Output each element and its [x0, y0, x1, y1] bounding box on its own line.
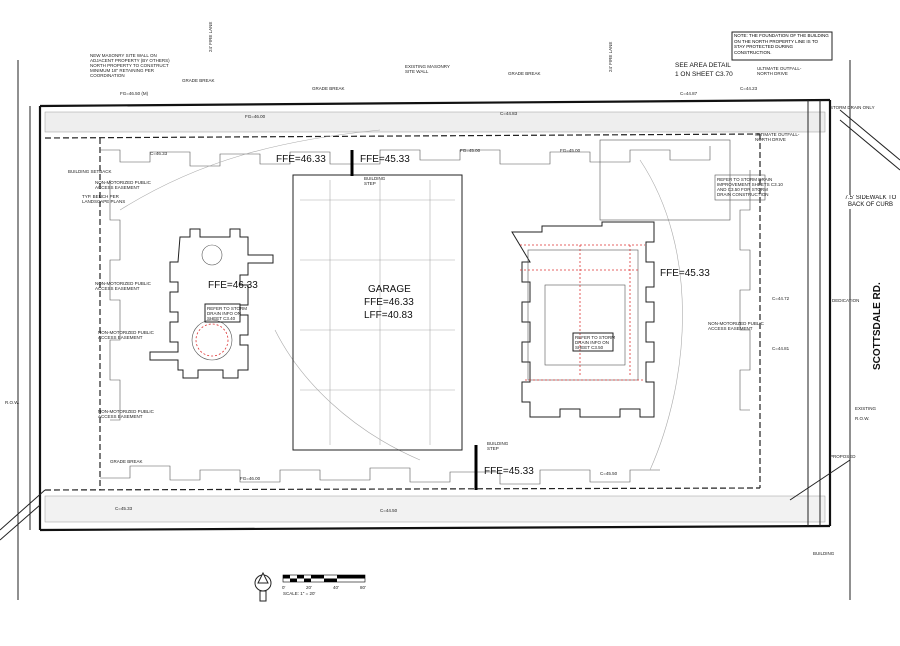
- west-building-ffe: FFE=46.33: [208, 280, 258, 291]
- east-building-ffe: FFE=45.33: [660, 268, 710, 279]
- easement-note: ACCESS EASEMENT: [95, 286, 140, 291]
- grade-break-label: GRADE BREAK: [312, 86, 345, 91]
- easement-note: NON-MOTORIZED PUBLIC: [98, 330, 155, 335]
- area-detail-line1: SEE AREA DETAIL: [675, 62, 731, 69]
- easement-note: ACCESS EASEMENT: [95, 185, 140, 190]
- svg-text:FG=46.00: FG=46.00: [245, 114, 266, 119]
- svg-text:FG=45.00: FG=45.00: [560, 148, 581, 153]
- setback-label: BUILDING SETBACK: [68, 169, 112, 174]
- east-storm-note: DRAIN INFO ON: [575, 340, 609, 345]
- easement-note: NON-MOTORIZED PUBLIC: [98, 409, 155, 414]
- svg-text:AND C3.50 FOR STORM: AND C3.50 FOR STORM: [717, 187, 768, 192]
- bench-note: TYP. BENCH PER: [82, 194, 120, 199]
- svg-text:NORTH PROPERTY TO CONSTRUCT: NORTH PROPERTY TO CONSTRUCT: [90, 63, 169, 68]
- svg-text:C=46.33: C=46.33: [150, 151, 168, 156]
- easement-note: NON-MOTORIZED PUBLIC: [95, 281, 152, 286]
- property-boundary: [0, 60, 900, 600]
- easement-note: ACCESS EASEMENT: [708, 326, 753, 331]
- grade-break-label: GRADE BREAK: [182, 78, 215, 83]
- north-arrow-icon: [254, 571, 272, 602]
- svg-text:C=44.72: C=44.72: [772, 296, 790, 301]
- west-storm-note: REFER TO STORM: [207, 306, 247, 311]
- scale-bar: 0' 20' 40' 80' SCALE: 1" = 20': [282, 574, 366, 596]
- building-step-label: BUILDING: [487, 441, 509, 446]
- west-building: FFE=46.33 REFER TO STORM DRAIN INFO ON S…: [149, 228, 274, 379]
- building-label: BUILDING: [813, 551, 835, 556]
- garage-lff: LFF=40.83: [364, 310, 413, 321]
- svg-text:40': 40': [333, 585, 339, 590]
- west-storm-note: SHEET C3.40: [207, 316, 236, 321]
- proposed-label: PROPOSED: [830, 454, 856, 459]
- street-label: SCOTTSDALE RD.: [872, 282, 883, 370]
- existing-wall-note: EXISTING MASONRY: [405, 64, 450, 69]
- outfall-note: ULTIMATE OUTFALL-: [755, 132, 800, 137]
- svg-text:C=44.83: C=44.83: [500, 111, 518, 116]
- fire-lane-label: 24' FIRE LANE: [208, 22, 213, 52]
- sidewalk-note: 7.5' SIDEWALK TO BACK OF CURB: [842, 195, 899, 209]
- easement-note: ACCESS EASEMENT: [98, 414, 143, 419]
- easement-note: ACCESS EASEMENT: [98, 335, 143, 340]
- bench-note: LANDSCAPE PLANS: [82, 199, 125, 204]
- refer-storm-note: REFER TO STORM DRAIN IMPROVEMENT SHEETS …: [714, 174, 783, 201]
- row-label: R.O.W.: [5, 400, 20, 405]
- outfall-note: ULTIMATE OUTFALL-: [757, 66, 802, 71]
- svg-text:C=44.81: C=44.81: [772, 346, 790, 351]
- svg-text:IMPROVEMENT SHEETS C3.10: IMPROVEMENT SHEETS C3.10: [717, 182, 783, 187]
- row-label: R.O.W.: [855, 416, 870, 421]
- south-ffe: FFE=45.33: [484, 466, 534, 477]
- svg-text:FG=46.50 (M): FG=46.50 (M): [120, 91, 149, 96]
- scale-label: SCALE: 1" = 20': [283, 591, 315, 596]
- spot-elevations: FG=46.50 (M) FG=46.00 C=46.33 C=44.83 FG…: [115, 86, 790, 513]
- west-storm-note: DRAIN INFO ON: [207, 311, 241, 316]
- svg-text:C=44.50: C=44.50: [380, 508, 398, 513]
- easement-note: NON-MOTORIZED PUBLIC: [708, 321, 765, 326]
- grade-break-label: GRADE BREAK: [110, 459, 143, 464]
- garage-ffe: FFE=46.33: [364, 297, 414, 308]
- svg-text:NEW MASONRY SITE WALL ON: NEW MASONRY SITE WALL ON: [90, 53, 157, 58]
- north-wall-note: NEW MASONRY SITE WALL ON ADJACENT PROPER…: [90, 53, 170, 78]
- svg-text:COORDINATION: COORDINATION: [90, 73, 125, 78]
- east-storm-note: SHEET C3.50: [575, 345, 604, 350]
- building-step-label: STEP: [487, 446, 499, 451]
- grade-break-label: GRADE BREAK: [508, 71, 541, 76]
- building-step-label: STEP: [364, 181, 376, 186]
- foundation-note: NOTE: THE FOUNDATION OF THE BUILDING ON …: [734, 33, 829, 55]
- north-ffe-west: FFE=46.33: [276, 154, 326, 165]
- dedication-label: DEDICATION: [832, 298, 859, 303]
- area-detail-line2: 1 ON SHEET C3.70: [675, 71, 733, 78]
- svg-text:FG=46.00: FG=46.00: [240, 476, 261, 481]
- outfall-note: NORTH DRIVE: [755, 137, 786, 142]
- svg-text:80': 80': [360, 585, 366, 590]
- garage-building: GARAGE FFE=46.33 LFF=40.83: [292, 150, 478, 490]
- svg-text:0': 0': [282, 585, 286, 590]
- svg-text:C=45.33: C=45.33: [115, 506, 133, 511]
- storm-drain-note: STORM DRAIN ONLY: [830, 105, 875, 110]
- svg-text:DRAIN CONSTRUCTION: DRAIN CONSTRUCTION: [717, 192, 769, 197]
- existing-wall-note: SITE WALL: [405, 69, 429, 74]
- garage-label: GARAGE: [368, 284, 411, 295]
- note-box: [731, 31, 833, 61]
- existing-label: EXISTING: [855, 406, 877, 411]
- north-ffe-east: FFE=45.33: [360, 154, 410, 165]
- east-building: FFE=45.33 REFER TO STORM DRAIN INFO ON S…: [511, 221, 710, 418]
- svg-text:20': 20': [306, 585, 312, 590]
- fire-lane-label: 24' FIRE LANE: [608, 42, 613, 72]
- outfall-note: NORTH DRIVE: [757, 71, 788, 76]
- east-storm-note: REFER TO STORM: [575, 335, 615, 340]
- svg-text:ADJACENT PROPERTY (BY OTHERS): ADJACENT PROPERTY (BY OTHERS): [90, 58, 170, 63]
- svg-text:FG=45.00: FG=45.00: [460, 148, 481, 153]
- svg-text:C=44.87: C=44.87: [680, 91, 698, 96]
- svg-text:C=44.23: C=44.23: [740, 86, 758, 91]
- svg-text:REFER TO STORM DRAIN: REFER TO STORM DRAIN: [717, 177, 772, 182]
- svg-text:MINIMUM 18" RETAINING PER: MINIMUM 18" RETAINING PER: [90, 68, 155, 73]
- building-step-label: BUILDING: [364, 176, 386, 181]
- easement-note: NON-MOTORIZED PUBLIC: [95, 180, 152, 185]
- svg-text:C=45.50: C=45.50: [600, 471, 618, 476]
